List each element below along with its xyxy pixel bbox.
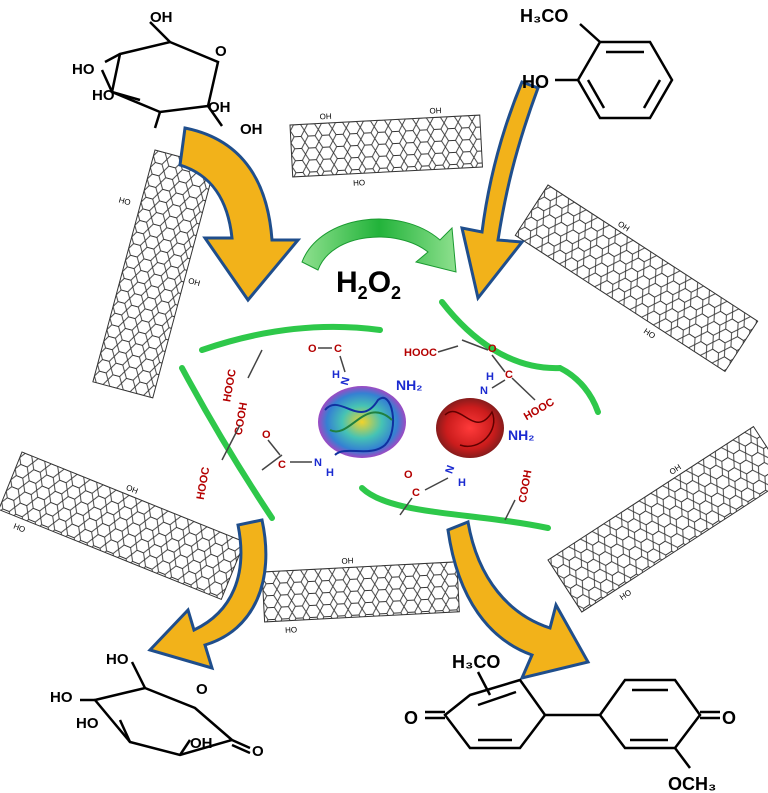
hooc-label: HOOC (522, 396, 557, 423)
gluconolactone-structure: HO HO HO OH O O (50, 651, 264, 760)
amide-n-label: N (480, 385, 488, 397)
glucose-oh-top: OH (150, 9, 173, 26)
sheet-ho-label: HO (118, 196, 132, 208)
glucose-oh-lower: OH (208, 99, 231, 116)
amide-h-label: H (326, 467, 334, 479)
guaiacol-hydroxy: HO (522, 72, 549, 92)
glucose-ring-o: O (215, 43, 227, 60)
sheet-ho-label: HO (12, 522, 26, 535)
lactone-ho-left: HO (50, 689, 73, 706)
amide-n-label: N (339, 376, 353, 387)
nh2-label: NH₂ (508, 427, 534, 443)
quinone-methoxy-bottom: OCH₃ (668, 774, 716, 793)
curved-arrow-icon (178, 126, 302, 303)
lactone-carbonyl-o: O (252, 743, 264, 760)
sheet-oh-label: OH (341, 556, 354, 566)
guaiacol-structure: H₃CO HO (520, 6, 674, 120)
amide-o-label: O (308, 343, 317, 355)
amide-o-label: O (262, 429, 271, 441)
nh2-label: NH₂ (396, 377, 422, 393)
amide-o-label: O (404, 469, 413, 481)
graphene-sheet-right: OH HO (514, 184, 759, 373)
lactone-oh: OH (190, 735, 213, 752)
amide-h-label: H (486, 371, 494, 383)
sheet-oh-label: OH (187, 276, 201, 288)
sheet-oh-label: OH (429, 106, 442, 116)
amide-h-label: H (332, 369, 340, 381)
amide-n-label: N (443, 464, 457, 476)
amide-c-label: C (412, 487, 420, 499)
hooc-label: HOOC (195, 466, 213, 501)
quinone-methoxy-top: H₃CO (452, 652, 500, 672)
amide-o-label: O (488, 343, 497, 355)
sheet-oh-label: OH (319, 112, 332, 122)
glucose-oh-right: OH (240, 121, 263, 138)
amide-n-label: N (314, 457, 322, 469)
sheet-ho-label: HO (618, 588, 633, 602)
quinone-o-right: O (722, 708, 736, 728)
h2o2-label: H2O2 (336, 266, 401, 303)
enzyme-protein-icon (436, 398, 504, 458)
glucose-ho-mid: HO (92, 87, 115, 104)
amide-c-label: C (278, 459, 286, 471)
quinone-structure: H₃CO OCH₃ O O (404, 652, 736, 793)
curved-arrow-icon (147, 518, 268, 671)
glucose-ho-left: HO (72, 61, 95, 78)
graphene-sheet-top: OH OH HO (289, 106, 483, 188)
glucose-structure: OH HO HO OH OH O (72, 9, 263, 138)
enzyme-protein-icon (318, 386, 406, 458)
polymer-chains (179, 299, 601, 531)
quinone-o-left: O (404, 708, 418, 728)
graphene-sheet-lower-right: OH HO (547, 425, 768, 613)
amide-h-label: H (458, 477, 466, 489)
sheet-ho-label: HO (642, 327, 657, 341)
cooh-label: COOH (233, 401, 251, 436)
amide-c-label: C (505, 369, 513, 381)
sheet-ho-label: HO (285, 625, 297, 635)
lactone-ho-top: HO (106, 651, 129, 668)
sheet-oh-label: OH (125, 483, 140, 496)
graphene-sheet-left: HO OH (92, 149, 216, 399)
curved-arrow-icon (446, 519, 591, 681)
graphene-sheet-lower-left: OH HO (0, 451, 246, 601)
sheet-ho-label: HO (353, 178, 365, 188)
guaiacol-methoxy: H₃CO (520, 6, 568, 26)
amide-c-label: C (334, 343, 342, 355)
hooc-label: HOOC (221, 368, 239, 403)
cooh-label: COOH (517, 469, 535, 504)
graphene-sheet-bottom: OH HO (261, 556, 460, 635)
lactone-ho-mid: HO (76, 715, 99, 732)
lactone-ring-o: O (196, 681, 208, 698)
curved-arrow-icon (460, 80, 540, 302)
hooc-label: HOOC (404, 347, 437, 359)
oxidant-arrow-icon (301, 218, 457, 273)
